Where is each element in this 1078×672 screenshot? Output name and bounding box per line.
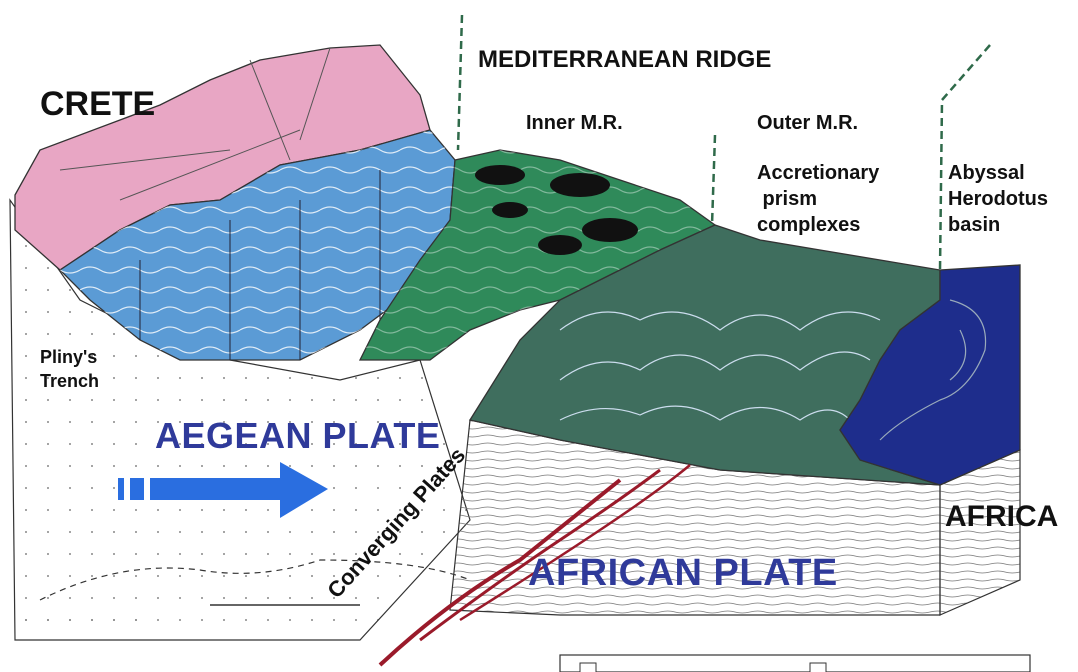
legend-frame	[560, 655, 1030, 672]
mediterranean-ridge-label: MEDITERRANEAN RIDGE	[478, 46, 771, 74]
abyssal-label: Abyssal Herodotus basin	[948, 160, 1048, 238]
africa-label: AFRICA	[945, 500, 1078, 534]
legend-swatch-right	[810, 663, 826, 672]
legend-swatch-left	[580, 663, 596, 672]
plinys-trench-label: Pliny's Trench	[40, 345, 99, 393]
outer-mr-label: Outer M.R.	[757, 112, 858, 135]
african-plate-label: AFRICAN PLATE	[528, 552, 838, 595]
inner-mr-label: Inner M.R.	[526, 112, 623, 135]
accretionary-label: Accretionary prism complexes	[757, 160, 879, 238]
aegean-plate-label: AEGEAN PLATE	[155, 415, 440, 457]
crete-label: CRETE	[40, 85, 155, 124]
